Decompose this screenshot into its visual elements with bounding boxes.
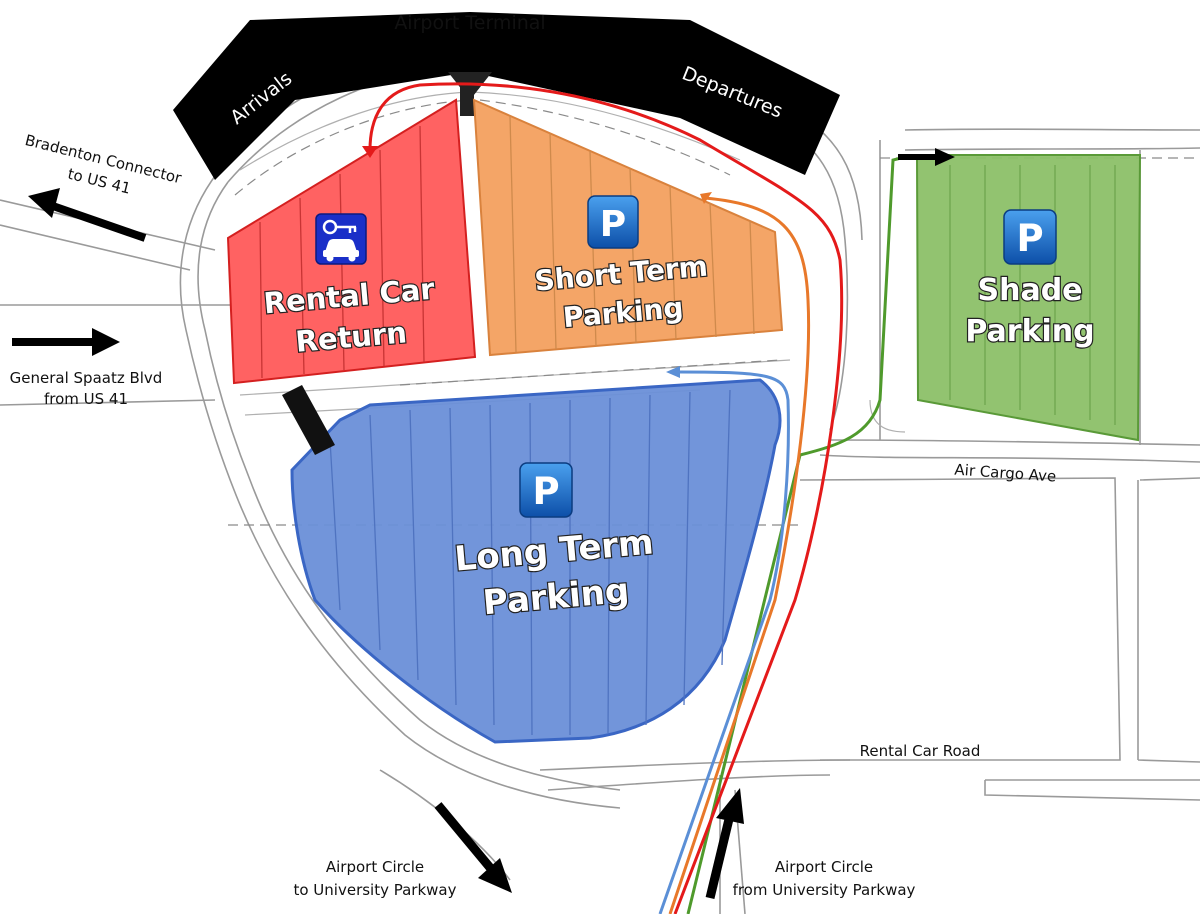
- air-cargo-label: Air Cargo Ave: [954, 460, 1057, 485]
- gate-structure: [282, 385, 335, 455]
- parking-icon-letter: P: [532, 470, 559, 513]
- shade-parking-lot[interactable]: [915, 154, 1142, 442]
- route-lines: [362, 82, 906, 914]
- arrow-circle-to-icon: [434, 802, 512, 893]
- arrow-bradenton-icon: [28, 188, 147, 242]
- arrow-spaatz-icon: [12, 328, 120, 356]
- circle-from-label-line1: Airport Circle: [775, 858, 873, 876]
- parking-icon: P: [587, 195, 639, 249]
- spaatz-label-line2: from US 41: [44, 390, 128, 408]
- circle-to-label-line1: Airport Circle: [326, 858, 424, 876]
- circle-from-label-line2: from University Parkway: [733, 881, 916, 899]
- circle-to-label-line2: to University Parkway: [293, 881, 456, 899]
- terminal-title: Airport Terminal: [394, 12, 545, 34]
- parking-icon: P: [1003, 209, 1057, 265]
- shade-lot-label-line1: Shade: [977, 273, 1082, 308]
- parking-icon: P: [519, 462, 573, 518]
- terminal-building: Airport Terminal Arrivals Departures: [173, 12, 840, 180]
- arrow-circle-from-icon: [705, 788, 744, 900]
- shade-lot-label-line2: Parking: [965, 314, 1094, 349]
- long-lot-label-line2: Parking: [481, 571, 630, 624]
- rental-car-road-label: Rental Car Road: [860, 742, 981, 760]
- arrow-shade-entry-icon: [898, 148, 955, 166]
- parking-icon-letter: P: [1016, 217, 1043, 260]
- spaatz-label-line1: General Spaatz Blvd: [10, 369, 163, 387]
- long-term-parking-lot[interactable]: [290, 378, 782, 744]
- rental-car-key-icon: [315, 213, 367, 265]
- parking-icon-letter: P: [600, 204, 626, 245]
- direction-arrows: [12, 148, 955, 900]
